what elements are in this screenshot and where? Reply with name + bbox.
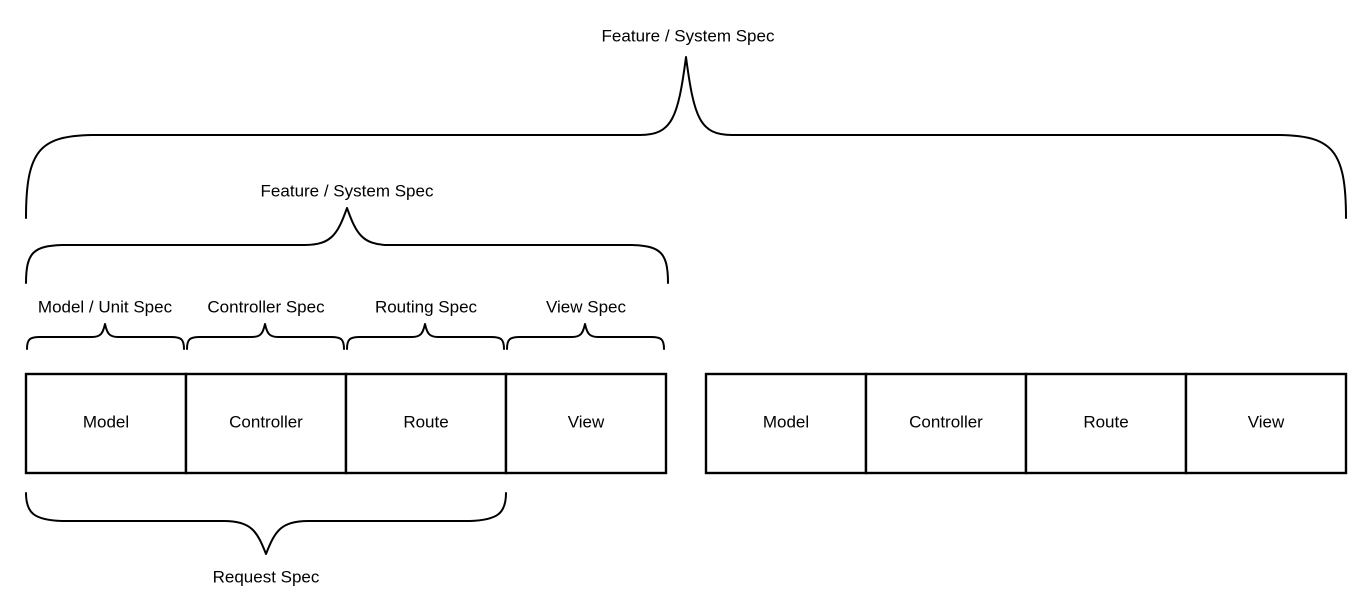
unit-brace-path: [186, 323, 345, 350]
top-feature-system-brace: [25, 56, 1347, 219]
unit-brace-model: [26, 323, 185, 350]
mid-feature-system-brace: [25, 207, 669, 284]
table-cell-controller[interactable]: [864, 372, 1028, 475]
mid-brace-path: [25, 207, 669, 284]
table-cell-label-route: Route: [403, 412, 448, 431]
bottom-request-spec-brace: [25, 492, 507, 555]
unit-brace-label-controller: Controller Spec: [207, 297, 325, 316]
table-cell-label-controller: Controller: [909, 412, 983, 431]
top-brace-label: Feature / System Spec: [602, 26, 775, 45]
table-cell-label-controller: Controller: [229, 412, 303, 431]
unit-brace-routing: [346, 323, 505, 350]
unit-brace-path: [346, 323, 505, 350]
table-cell-label-view: View: [568, 412, 605, 431]
table-cell-label-route: Route: [1083, 412, 1128, 431]
bottom-brace-path: [25, 492, 507, 555]
unit-brace-controller: [186, 323, 345, 350]
unit-brace-label-routing: Routing Spec: [375, 297, 478, 316]
top-brace-path: [25, 56, 1347, 219]
table-cell-label-model: Model: [763, 412, 809, 431]
unit-brace-path: [506, 323, 665, 350]
table-cell-label-model: Model: [83, 412, 129, 431]
table-cell-model[interactable]: [704, 372, 868, 475]
mid-brace-label: Feature / System Spec: [261, 181, 434, 200]
table-cell-view[interactable]: [1184, 372, 1348, 475]
table-cell-model[interactable]: [24, 372, 188, 475]
unit-brace-view: [506, 323, 665, 350]
table-cell-view[interactable]: [504, 372, 668, 475]
table-cell-label-view: View: [1248, 412, 1285, 431]
unit-brace-label-view: View Spec: [546, 297, 627, 316]
left-stack-table: Model Controller Route View: [24, 372, 668, 475]
unit-brace-path: [26, 323, 185, 350]
unit-brace-label-model: Model / Unit Spec: [38, 297, 173, 316]
table-cell-controller[interactable]: [184, 372, 348, 475]
table-cell-route[interactable]: [1024, 372, 1188, 475]
table-cell-route[interactable]: [344, 372, 508, 475]
bottom-brace-label: Request Spec: [213, 567, 320, 586]
right-stack-table: Model Controller Route View: [704, 372, 1348, 475]
